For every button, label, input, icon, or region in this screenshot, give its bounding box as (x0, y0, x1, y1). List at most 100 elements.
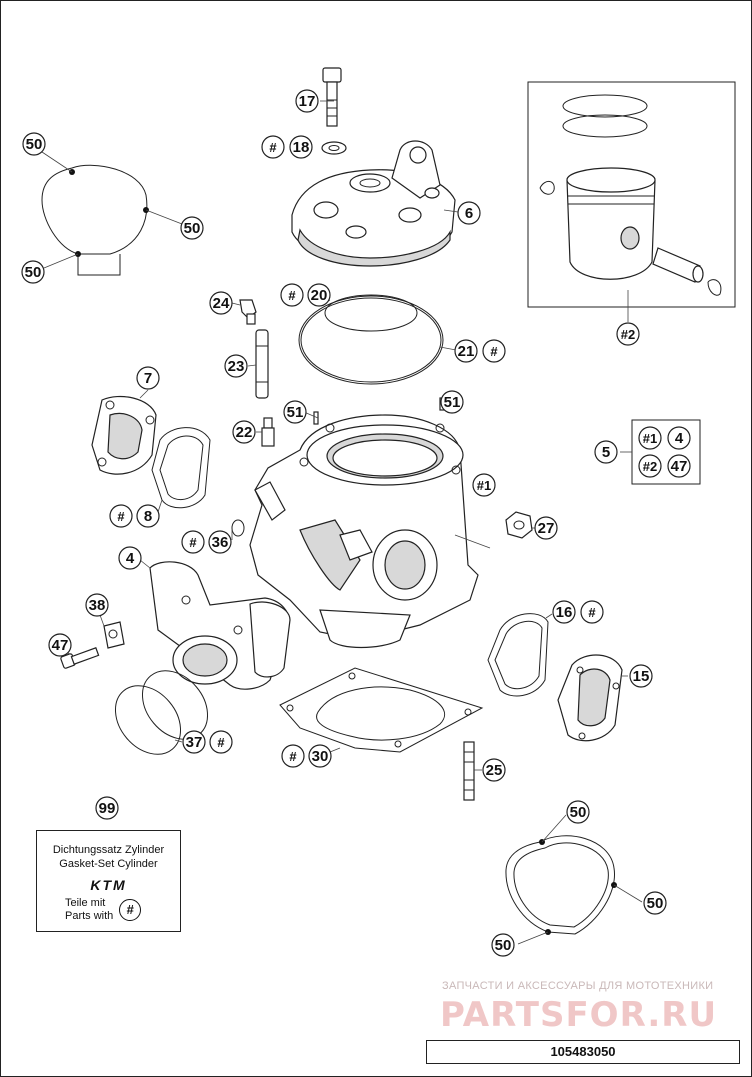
kit-item-2: #2 (638, 454, 662, 478)
svg-text:5: 5 (602, 444, 610, 461)
svg-text:36: 36 (212, 534, 229, 551)
svg-text:20: 20 (311, 287, 328, 304)
callout-38: 38 (85, 593, 109, 617)
svg-text:18: 18 (293, 139, 310, 156)
svg-text:4: 4 (675, 430, 684, 447)
control-cover-gasket (487, 613, 549, 697)
svg-text:#1: #1 (643, 431, 657, 446)
svg-text:37: 37 (186, 734, 203, 751)
coolant-nipple (261, 417, 275, 447)
piston-rings (562, 94, 648, 138)
callout-50-e: 50 (643, 891, 667, 915)
svg-text:17: 17 (299, 93, 316, 110)
kit-item-1: #1 (638, 426, 662, 450)
svg-text:50: 50 (184, 220, 201, 237)
cylinder-base-gasket (279, 667, 484, 753)
intake-flange (149, 561, 291, 690)
svg-text:50: 50 (570, 804, 587, 821)
svg-text:#: # (117, 509, 125, 524)
callout-cylinder: #1 (472, 473, 496, 497)
callout-16-hash: # (580, 600, 604, 624)
hash-badge: # (119, 899, 142, 921)
callout-21: 21 (454, 339, 478, 363)
callout-37-hash: # (209, 730, 233, 754)
svg-text:50: 50 (495, 937, 512, 954)
callout-6: 6 (457, 201, 481, 225)
cylinder-head-bolt (322, 67, 342, 127)
cover-gasket (151, 427, 211, 509)
callout-30-hash: # (281, 744, 305, 768)
svg-text:99: 99 (99, 800, 116, 817)
circlip-right (707, 279, 722, 296)
piston-pin (652, 247, 704, 283)
callout-17: 17 (295, 89, 319, 113)
callout-8: 8 (136, 504, 160, 528)
callout-20-hash: # (280, 283, 304, 307)
cylinder-stud (463, 741, 475, 801)
callout-21-hash: # (482, 339, 506, 363)
callout-50-d: 50 (566, 800, 590, 824)
svg-text:#: # (289, 749, 297, 764)
gasket-card-parts-en: Parts with (65, 910, 114, 922)
callout-47: 47 (48, 633, 72, 657)
callout-50-f: 50 (491, 933, 515, 957)
callout-25: 25 (482, 758, 506, 782)
gasket-card-parts-text: Teile mit Parts with (65, 897, 113, 923)
piston (566, 167, 656, 280)
svg-text:15: 15 (633, 668, 650, 685)
svg-text:4: 4 (126, 550, 135, 567)
callout-50-b: 50 (180, 216, 204, 240)
svg-text:47: 47 (52, 637, 69, 654)
svg-text:8: 8 (144, 508, 152, 525)
o-ring-large (298, 295, 444, 385)
svg-text:22: 22 (236, 424, 253, 441)
cylinder-nut (505, 511, 533, 539)
circlip-left (539, 181, 555, 195)
callout-51-left: 51 (283, 400, 307, 424)
o-ring-small (324, 294, 418, 332)
exhaust-control-cover (91, 395, 157, 475)
svg-text:#: # (288, 288, 296, 303)
svg-text:#: # (269, 140, 277, 155)
gasket-card-parts-row: Teile mit Parts with # (65, 897, 180, 923)
svg-text:#: # (588, 605, 596, 620)
gasket-card-title-en: Gasket-Set Cylinder (59, 858, 158, 870)
ktm-logo: KTM (90, 877, 127, 893)
svg-text:30: 30 (312, 748, 329, 765)
washer (321, 141, 347, 155)
svg-text:#2: #2 (621, 327, 635, 342)
small-o-ring (231, 519, 245, 537)
svg-text:50: 50 (647, 895, 664, 912)
svg-text:27: 27 (538, 520, 555, 537)
callout-7: 7 (136, 366, 160, 390)
callout-36: 36 (208, 530, 232, 554)
watermark-subtitle: ЗАПЧАСТИ И АКСЕССУАРЫ ДЛЯ МОТОТЕХНИКИ (442, 980, 714, 992)
svg-text:50: 50 (25, 264, 42, 281)
svg-text:50: 50 (26, 136, 43, 153)
callout-36-hash: # (181, 530, 205, 554)
piston-kit-box (527, 81, 736, 308)
svg-text:16: 16 (556, 604, 573, 621)
inspection-gasket-upper (41, 164, 149, 276)
callout-51-right: 51 (440, 390, 464, 414)
callout-27: 27 (534, 516, 558, 540)
kit-item-47: 47 (667, 454, 691, 478)
callout-piston-kit: #2 (616, 322, 640, 346)
svg-text:38: 38 (89, 597, 106, 614)
callout-24: 24 (209, 291, 233, 315)
inspection-gasket-lower (505, 835, 617, 935)
callout-99: 99 (95, 796, 119, 820)
svg-text:21: 21 (458, 343, 475, 360)
svg-text:#: # (217, 735, 225, 750)
callout-18-hash: # (261, 135, 285, 159)
intake-gasket-inner (114, 685, 182, 755)
callout-15: 15 (629, 664, 653, 688)
callout-5: 5 (594, 440, 618, 464)
svg-text:24: 24 (213, 295, 230, 312)
gasket-card-title-de: Dichtungssatz Zylinder (52, 844, 165, 856)
callout-20: 20 (307, 283, 331, 307)
svg-text:23: 23 (228, 358, 245, 375)
svg-text:47: 47 (671, 458, 688, 475)
svg-text:6: 6 (465, 205, 473, 222)
